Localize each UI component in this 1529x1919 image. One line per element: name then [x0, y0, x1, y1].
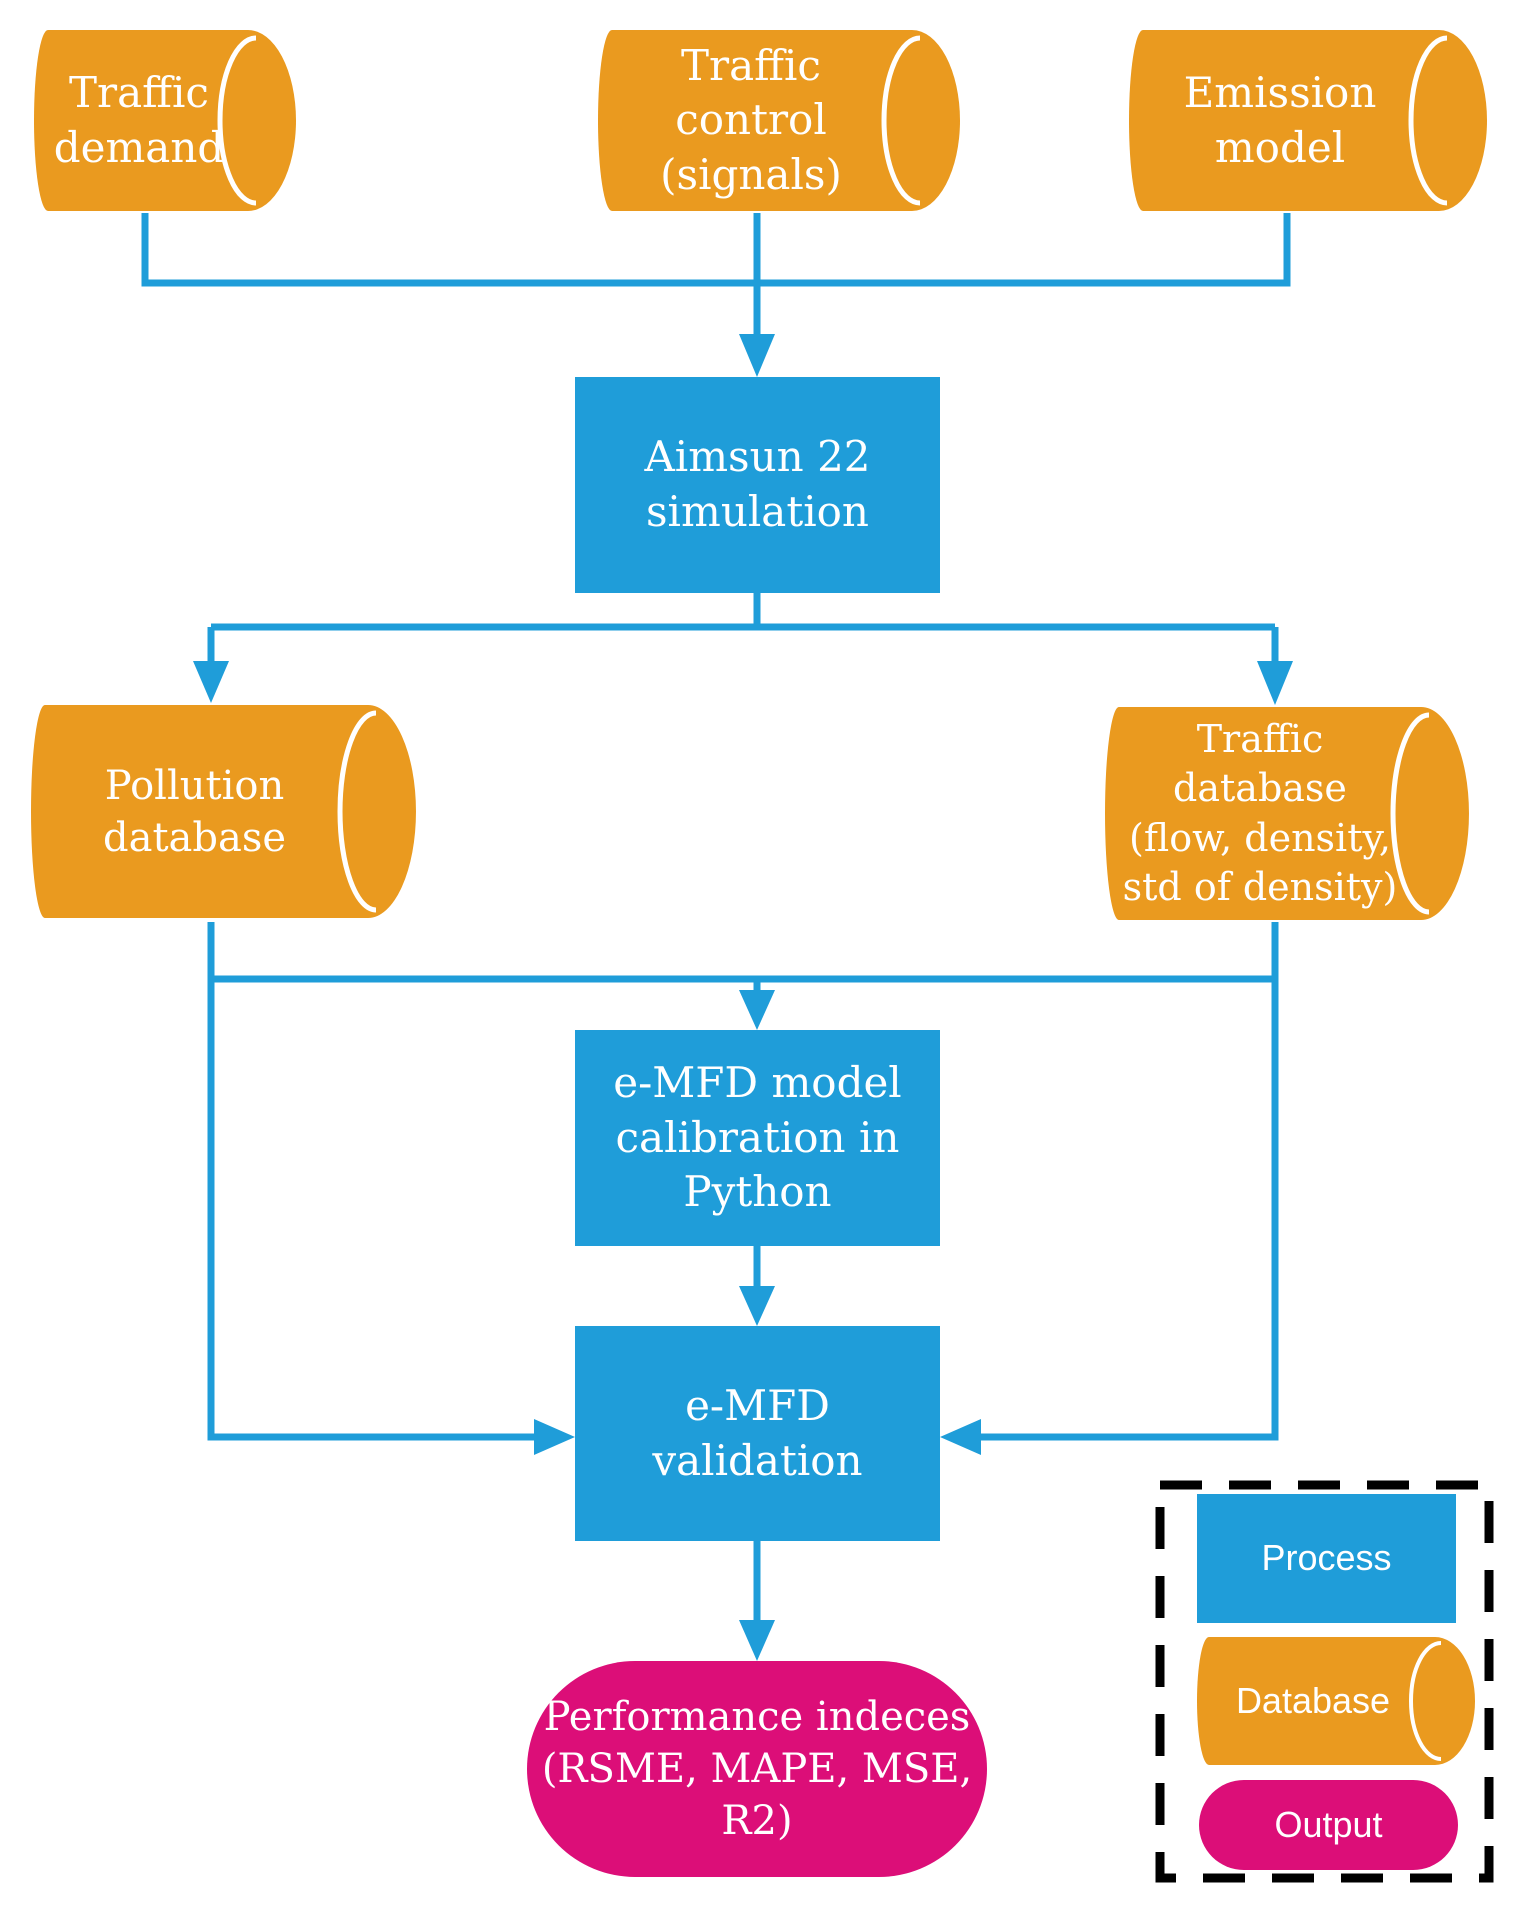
node-emfd-validation: e-MFD validation [575, 1326, 940, 1541]
connector-right-rail [979, 922, 1279, 1441]
arrowhead-into-output [739, 1620, 775, 1661]
legend-process-label: Process [1261, 1537, 1392, 1579]
connector-calibration-bus [211, 975, 1275, 992]
node-label: Pollution database [102, 762, 287, 861]
node-label: Aimsun 22 simulation [644, 432, 871, 536]
node-emission-model: Emission model [1129, 28, 1487, 213]
legend-database-swatch: Database [1197, 1635, 1475, 1767]
arrowhead-into-validation-left [534, 1419, 575, 1455]
node-label: e-MFD model calibration in Python [613, 1058, 902, 1217]
node-traffic-control: Traffic control (signals) [598, 28, 960, 213]
connector-aimsun-split-bus [211, 593, 1275, 631]
node-performance-indices: Performance indeces (RSME, MAPE, MSE, R2… [527, 1661, 987, 1877]
database-cylinder-shape [31, 705, 416, 918]
database-cylinder-shape [1129, 30, 1487, 211]
connector-left-rail [207, 922, 536, 1441]
node-label: Traffic demand [53, 67, 225, 172]
node-label: e-MFD validation [652, 1380, 863, 1485]
legend-database-label: Database [1235, 1679, 1391, 1721]
connector-top-bus [141, 213, 1291, 287]
database-cylinder-shape [598, 30, 960, 211]
node-emfd-calibration: e-MFD model calibration in Python [575, 1030, 940, 1246]
database-cylinder-shape [1197, 1637, 1475, 1765]
arrowhead-into-validation-top [739, 1286, 775, 1326]
node-label: Emission model [1183, 67, 1377, 172]
node-pollution-database: Pollution database [31, 703, 416, 920]
node-label: Performance indeces (RSME, MAPE, MSE, R2… [541, 1694, 973, 1844]
database-cylinder-shape [1105, 707, 1469, 920]
arrowhead-into-aimsun [739, 334, 775, 377]
arrowhead-into-traffic-db [1257, 661, 1293, 705]
legend-output-swatch: Output [1199, 1780, 1458, 1870]
node-traffic-database: Traffic database (flow, density, std of … [1105, 705, 1469, 922]
legend-output-label: Output [1274, 1803, 1383, 1845]
node-label: Traffic control (signals) [660, 40, 842, 199]
database-cylinder-shape [34, 30, 296, 211]
legend-process-swatch: Process [1197, 1494, 1456, 1623]
legend-dashed-border [1155, 1480, 1494, 1883]
legend: Process Database Output [1156, 1481, 1493, 1882]
node-aimsun-simulation: Aimsun 22 simulation [575, 377, 940, 593]
arrowhead-into-calibration [739, 990, 775, 1030]
node-label: Traffic database (flow, density, std of … [1122, 716, 1398, 909]
node-traffic-demand: Traffic demand [34, 28, 296, 213]
arrowhead-into-validation-right [940, 1419, 981, 1455]
arrowhead-into-pollution-db [193, 661, 229, 703]
